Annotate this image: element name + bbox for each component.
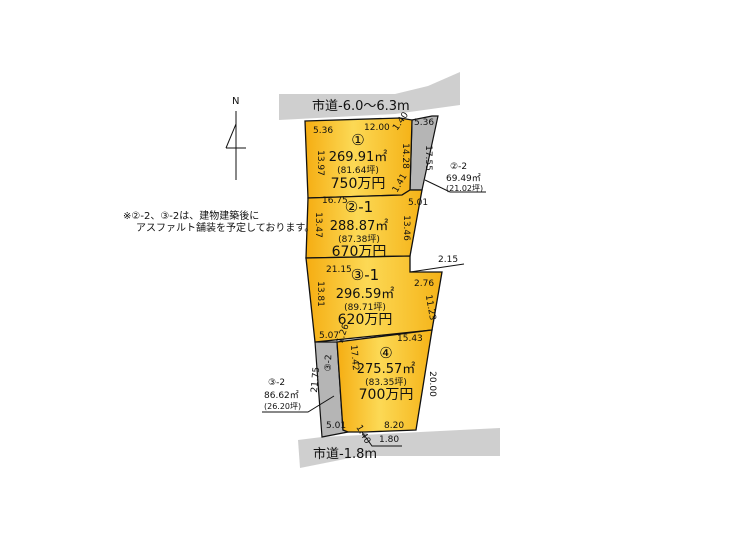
south-road-label: 市道-1.8m xyxy=(313,446,377,462)
dim-label: 5.01 xyxy=(408,198,428,208)
north-road-label: 市道-6.0～6.3m xyxy=(312,98,410,114)
dim-label: 13.97 xyxy=(315,150,325,176)
north-label: N xyxy=(232,96,239,107)
lot-3-1-tsubo: (89.71坪) xyxy=(344,302,386,313)
dim-label: 17.42 xyxy=(348,345,360,372)
dim-label: 13.81 xyxy=(315,281,325,307)
strip-2-2-tsubo: (21.02坪) xyxy=(446,184,483,193)
leader-line xyxy=(409,263,465,273)
dim-label: 17.55 xyxy=(423,145,433,171)
dim-label: 1.80 xyxy=(379,435,399,445)
dim-label: 5.01 xyxy=(326,421,346,431)
dim-label: 2.15 xyxy=(438,255,458,265)
lot-3-1-area: 296.59㎡ xyxy=(336,287,395,302)
north-arrow-icon xyxy=(225,111,246,180)
dim-label: 11.23 xyxy=(423,294,437,321)
lot-1-price: 750万円 xyxy=(331,176,386,192)
lot-1-tsubo: (81.64坪) xyxy=(337,165,379,176)
lot-3-1-shape xyxy=(305,255,443,343)
leader-line xyxy=(424,179,486,193)
leader-line xyxy=(262,395,335,413)
lot-4-area: 275.57㎡ xyxy=(357,362,416,377)
strip-2-2-label: ②-2 xyxy=(450,162,467,172)
dim-label: 8.20 xyxy=(384,421,404,431)
dim-label: 16.75 xyxy=(322,196,348,206)
lot-4-price: 700万円 xyxy=(359,387,414,403)
dim-label: 21.75 xyxy=(310,367,322,394)
dim-label: 21.15 xyxy=(326,265,352,275)
lot-4-tsubo: (83.35坪) xyxy=(365,377,407,388)
dim-label: 5.07 xyxy=(319,331,339,341)
lot-1-area: 269.91㎡ xyxy=(329,150,388,165)
dim-label: 12.00 xyxy=(364,123,390,133)
lot-2-1-number: ②-1 xyxy=(345,198,373,216)
lot-2-1-area: 288.87㎡ xyxy=(330,219,389,234)
strip-3-2-inner-label: ③-2 xyxy=(324,354,335,371)
paving-note-line-2: アスファルト舗装を予定しております。 xyxy=(136,221,314,234)
dim-label: 13.46 xyxy=(401,215,411,241)
strip-2-2-area: 69.49㎡ xyxy=(446,173,481,184)
lot-2-1-tsubo: (87.38坪) xyxy=(338,234,380,245)
lot-4-shape xyxy=(336,329,433,433)
north-road xyxy=(279,72,460,120)
dim-label: 13.47 xyxy=(313,212,323,238)
dim-label: 2.76 xyxy=(414,279,434,289)
lot-2-1-price: 670万円 xyxy=(332,244,387,260)
lot-4-number: ④ xyxy=(379,344,392,362)
leader-line xyxy=(361,431,402,447)
paving-note-line-1: ※②-2、③-2は、建物建築後に xyxy=(123,209,259,222)
lot-3-1-number: ③-1 xyxy=(351,266,379,284)
strip-3-2-label: ③-2 xyxy=(268,378,285,388)
lot-1-number: ① xyxy=(351,131,364,149)
south-road xyxy=(298,428,500,468)
dim-label: 5.36 xyxy=(313,126,333,136)
strip-3-2-area: 86.62㎡ xyxy=(264,390,299,401)
dim-label: 5.36 xyxy=(414,118,434,128)
dim-label: 20.00 xyxy=(427,371,437,397)
lot-3-1-price: 620万円 xyxy=(338,312,393,328)
strip-3-2-tsubo: (26.20坪) xyxy=(264,402,301,411)
dim-label: 15.43 xyxy=(397,334,423,344)
dim-label: 14.28 xyxy=(400,143,410,169)
